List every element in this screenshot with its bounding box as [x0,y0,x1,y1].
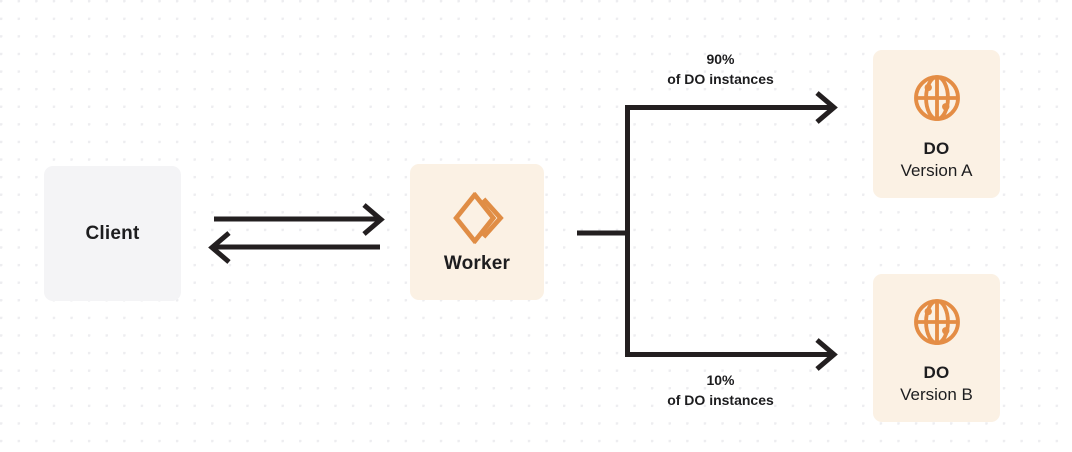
globe-node-dot-2 [941,327,949,335]
worker-label: Worker [443,253,511,274]
node-do-version-a[interactable]: DO Version A [873,50,1000,198]
arrow-worker-to-client-head [208,231,231,264]
arrow-to-do-a-head [815,91,838,124]
cloudflare-workers-logo-icon [453,192,504,244]
arrow-client-to-worker-head [362,203,385,236]
globe-node-dot-1 [924,308,932,316]
node-worker[interactable]: Worker [410,164,544,300]
edge-label-do-a-caption: of DO instances [667,70,774,87]
node-client[interactable]: Client [44,166,181,301]
do-b-subtitle: Version B [900,384,973,404]
edge-label-do-b-caption: of DO instances [667,391,774,408]
edge-label-do-a-percent: 90% [706,51,735,67]
node-do-version-b[interactable]: DO Version B [873,274,1000,422]
globe-icon [913,299,960,346]
globe-node-dot-2 [941,103,949,111]
client-label: Client [85,222,140,244]
edge-label-do-b: 10% of DO instances [599,371,842,411]
globe-icon [913,75,960,122]
do-a-title: DO [923,139,950,159]
arrow-to-do-b-head [815,338,838,371]
globe-node-dot-1 [924,84,932,92]
edge-label-do-b-percent: 10% [706,372,735,388]
edge-label-do-a: 90% of DO instances [599,50,842,90]
do-b-title: DO [923,363,950,383]
do-a-subtitle: Version A [900,160,973,180]
